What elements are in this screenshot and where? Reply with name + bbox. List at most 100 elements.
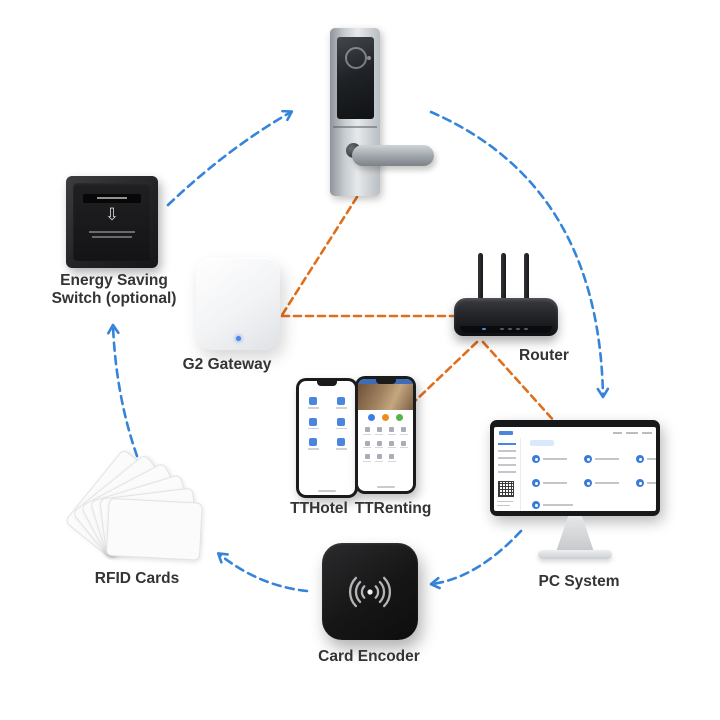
rfid-cards-image — [64, 448, 242, 570]
card-encoder-label: Card Encoder — [318, 648, 420, 665]
app-icon — [387, 440, 396, 449]
ttrenting-label: TTRenting — [354, 500, 432, 517]
edge-lock-to-gateway — [280, 195, 359, 317]
monitor-base — [538, 550, 612, 559]
card-slot-highlight — [97, 197, 127, 199]
router-antenna — [524, 253, 529, 305]
dashboard-module — [532, 501, 578, 509]
router-front-panel — [460, 326, 552, 333]
sidebar-menu-line — [498, 457, 516, 459]
app-icon — [399, 427, 408, 435]
app-icon — [307, 438, 319, 450]
lock-seam — [333, 126, 377, 128]
energy-switch-face: ⇩ — [73, 183, 151, 261]
tthotel-screen — [299, 381, 355, 495]
qr-caption-line — [497, 504, 510, 506]
app-icon — [363, 454, 372, 463]
feature-icon — [367, 414, 375, 421]
qr-code — [498, 481, 514, 497]
app-icon — [375, 440, 384, 449]
router-body — [454, 298, 558, 336]
router-status-light — [482, 328, 486, 330]
edge-switch-to-lock — [166, 109, 294, 207]
dashboard-sidebar — [494, 438, 521, 511]
router-antenna — [501, 253, 506, 305]
monitor-frame — [490, 420, 660, 516]
dashboard-tab-chip — [530, 440, 554, 446]
router-image — [454, 250, 558, 344]
edge-cards-to-switch — [107, 323, 139, 458]
edge-lock-to-pc — [429, 110, 610, 399]
phone-notch — [375, 379, 396, 384]
menu-line — [642, 432, 652, 434]
sidebar-menu-line — [498, 450, 516, 452]
app-icon — [335, 417, 347, 429]
pc-system-label: PC System — [538, 573, 620, 590]
ttrenting-phone-image — [355, 376, 416, 494]
door-handle — [352, 145, 434, 166]
encoder-wave-icon — [349, 576, 391, 607]
edge-pc-to-encoder — [429, 529, 523, 590]
edge-encoder-to-cards — [216, 552, 309, 593]
dashboard-module — [532, 455, 578, 463]
qr-caption-line — [497, 500, 513, 502]
dashboard-module — [584, 479, 630, 487]
g2-gateway-image — [196, 258, 280, 350]
menu-line — [613, 432, 622, 434]
software-logo — [499, 431, 513, 435]
router-status-light — [508, 328, 512, 330]
dashboard-module — [636, 455, 656, 463]
feature-icon-row — [358, 410, 413, 421]
tthotel-phone-image — [296, 378, 358, 498]
monitor-screen — [494, 427, 656, 511]
key-card — [105, 497, 203, 561]
fine-print-line — [89, 231, 135, 233]
monitor-stand — [556, 516, 594, 552]
feature-icon — [396, 414, 404, 421]
home-indicator — [318, 489, 336, 492]
card-reader-panel — [337, 37, 374, 119]
sidebar-menu-line — [498, 471, 516, 473]
ttrenting-app-grid — [358, 427, 413, 463]
router-status-light — [500, 328, 504, 330]
energy-saving-switch-image: ⇩ — [66, 176, 158, 268]
fine-print-line — [92, 236, 132, 238]
sidebar-menu-line — [498, 464, 516, 466]
home-indicator — [376, 485, 395, 488]
router-antenna — [478, 253, 483, 305]
app-icon — [335, 397, 347, 409]
card-slot — [83, 194, 141, 203]
pc-system-image — [490, 420, 660, 562]
app-icon — [375, 454, 384, 463]
app-icon — [363, 427, 372, 435]
door-lock-image — [330, 28, 450, 200]
app-icon — [387, 427, 396, 435]
app-icon — [335, 438, 347, 450]
insert-card-arrow-icon: ⇩ — [104, 205, 120, 224]
rfid-cards-label: RFID Cards — [94, 570, 180, 587]
router-status-light — [516, 328, 520, 330]
g2-gateway-label: G2 Gateway — [182, 356, 272, 373]
router-status-light — [524, 328, 528, 330]
sidebar-menu-line — [498, 443, 516, 445]
rfid-reader-icon — [344, 47, 371, 69]
room-photo-banner — [358, 384, 413, 410]
app-icon — [387, 454, 396, 463]
gateway-led — [236, 336, 241, 341]
app-icon — [307, 417, 319, 429]
router-label: Router — [519, 347, 569, 364]
app-icon — [375, 427, 384, 435]
ttrenting-screen — [358, 379, 413, 491]
dashboard-module — [532, 479, 578, 487]
phone-notch — [317, 381, 337, 386]
app-icon — [307, 397, 319, 409]
energy-switch-label: Energy Saving Switch (optional) — [51, 272, 177, 308]
app-icon — [363, 440, 372, 449]
tthotel-app-grid — [299, 397, 355, 450]
card-encoder-image — [322, 543, 418, 640]
menu-line — [626, 432, 638, 434]
app-icon — [399, 440, 408, 449]
dashboard-module — [584, 455, 630, 463]
edge-router-to-pc — [481, 340, 557, 424]
